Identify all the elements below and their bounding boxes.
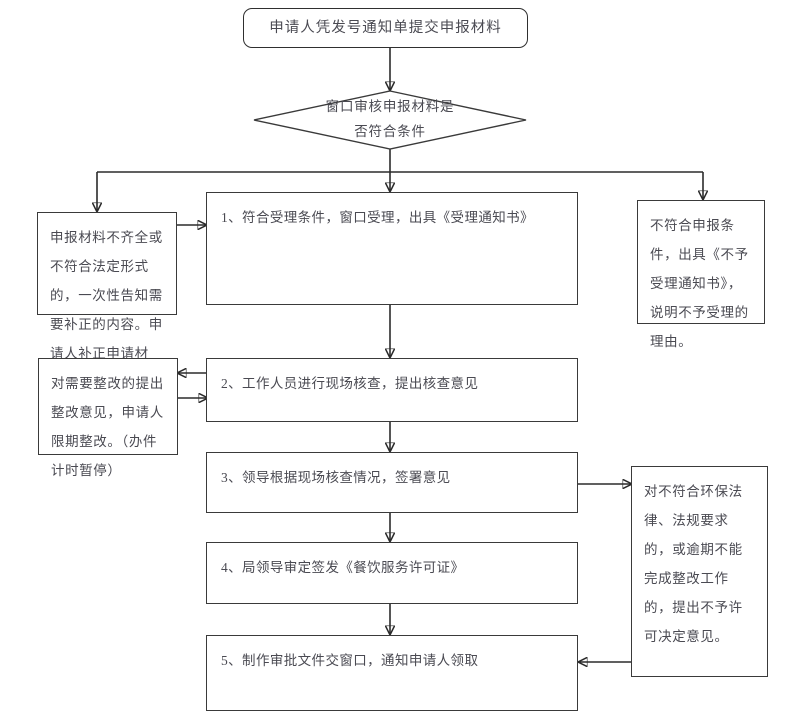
node-reject-acceptance-label: 不符合申报条件，出具《不予受理通知书》，说明不予受理的理由。: [650, 218, 749, 350]
node-step-4-label: 4、局领导审定签发《餐饮服务许可证》: [221, 560, 465, 575]
node-decision[interactable]: 窗口审核申报材料是 否符合条件: [253, 90, 527, 150]
node-no-permit-decision[interactable]: 对不符合环保法律、法规要求的，或逾期不能完成整改工作的，提出不予许可决定意见。: [631, 466, 768, 677]
node-start-label: 申请人凭发号通知单提交申报材料: [269, 19, 502, 36]
node-step-3[interactable]: 3、领导根据现场核查情况，签署意见: [206, 452, 578, 513]
node-rectification-label: 对需要整改的提出整改意见，申请人限期整改。（办件计时暂停）: [51, 376, 164, 479]
node-reject-acceptance[interactable]: 不符合申报条件，出具《不予受理通知书》，说明不予受理的理由。: [637, 200, 765, 349]
node-step-5-label: 5、制作审批文件交窗口，通知申请人领取: [221, 653, 479, 668]
node-step-4[interactable]: 4、局领导审定签发《餐饮服务许可证》: [206, 542, 578, 604]
node-no-permit-decision-label: 对不符合环保法律、法规要求的，或逾期不能完成整改工作的，提出不予许可决定意见。: [644, 484, 743, 645]
decision-shape: [253, 90, 527, 150]
node-step-2-label: 2、工作人员进行现场核查，提出核查意见: [221, 376, 479, 391]
node-step-2[interactable]: 2、工作人员进行现场核查，提出核查意见: [206, 358, 578, 422]
node-step-1-label: 1、符合受理条件，窗口受理，出具《受理通知书》: [221, 210, 534, 225]
node-step-5[interactable]: 5、制作审批文件交窗口，通知申请人领取: [206, 635, 578, 711]
node-start[interactable]: 申请人凭发号通知单提交申报材料: [243, 8, 528, 48]
node-supplement-materials[interactable]: 申报材料不齐全或不符合法定形式的，一次性告知需要补正的内容。申请人补正申请材料。: [37, 212, 177, 390]
node-step-3-label: 3、领导根据现场核查情况，签署意见: [221, 470, 451, 485]
node-supplement-materials-label: 申报材料不齐全或不符合法定形式的，一次性告知需要补正的内容。申请人补正申请材料。: [50, 230, 163, 390]
node-rectification[interactable]: 对需要整改的提出整改意见，申请人限期整改。（办件计时暂停）: [38, 358, 178, 478]
node-step-1[interactable]: 1、符合受理条件，窗口受理，出具《受理通知书》: [206, 192, 578, 305]
